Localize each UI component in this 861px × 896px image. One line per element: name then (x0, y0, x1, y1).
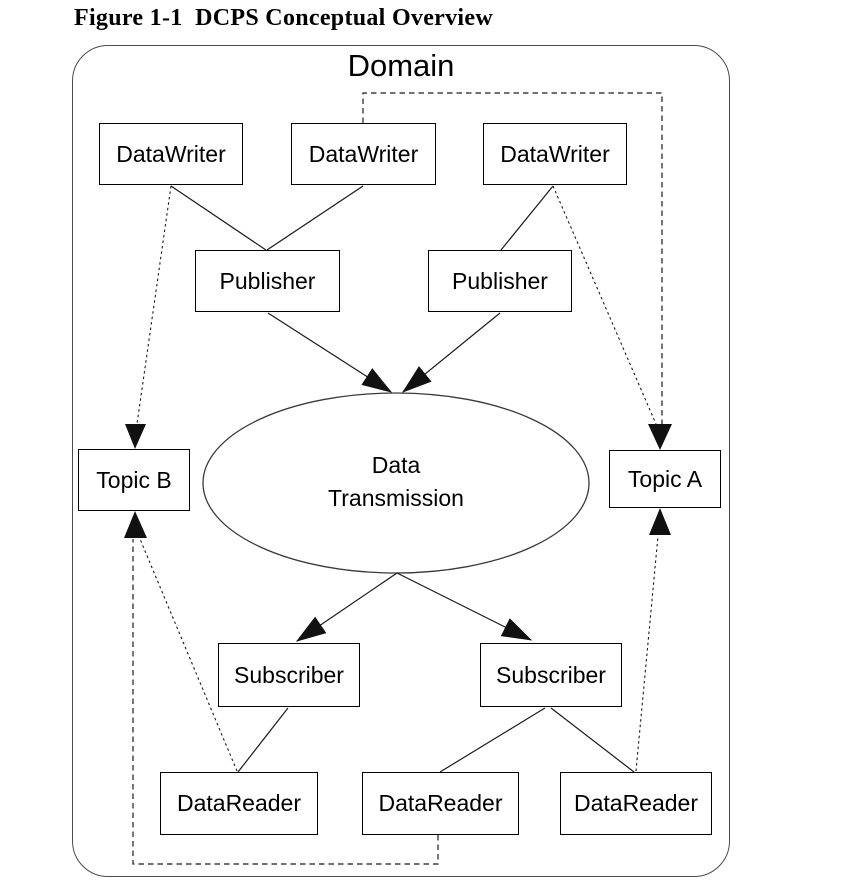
node-datawriter-1: DataWriter (99, 123, 243, 185)
node-datawriter-1-label: DataWriter (116, 140, 226, 167)
edge-datatransmission-subscriber1 (295, 572, 398, 642)
node-datareader-3: DataReader (560, 772, 712, 835)
node-datawriter-3: DataWriter (483, 123, 627, 185)
node-publisher-2: Publisher (428, 250, 572, 312)
domain-label: Domain (347, 48, 455, 83)
node-publisher-2-label: Publisher (452, 267, 548, 294)
edge-datareader2-topicB (132, 539, 439, 865)
node-datawriter-2: DataWriter (291, 123, 436, 185)
edge-datawriter1-topicB (136, 185, 172, 425)
data-transmission-label: Data Transmission (286, 449, 506, 515)
node-topic-a: Topic A (609, 450, 721, 508)
node-subscriber-2: Subscriber (480, 643, 622, 707)
edge-datawriter1-publisher1 (170, 185, 267, 251)
edge-datawriter3-topicA (552, 185, 657, 425)
edge-publisher2-datatransmission (402, 312, 501, 393)
edge-datareader1-topicB (139, 538, 238, 772)
node-publisher-1-label: Publisher (219, 267, 316, 294)
node-datawriter-3-label: DataWriter (500, 140, 610, 167)
arrowhead-topicB-bottom (124, 511, 147, 538)
node-topic-b-label: Topic B (96, 466, 172, 493)
domain-boundary (72, 45, 730, 877)
edge-datawriter2-topicA (362, 92, 663, 424)
arrowhead-topicB-top (125, 424, 146, 449)
edge-publisher1-datatransmission (267, 312, 393, 393)
edge-datawriter3-publisher2 (500, 185, 554, 251)
edge-subscriber2-datareader2 (439, 707, 546, 773)
node-subscriber-1: Subscriber (218, 643, 360, 707)
edge-datawriter2-publisher1 (266, 185, 364, 251)
arrowhead-topicA-bottom (649, 508, 671, 535)
data-transmission-label-line1: Data (371, 452, 421, 478)
node-topic-b: Topic B (78, 449, 190, 511)
node-topic-a-label: Topic A (627, 465, 703, 492)
node-subscriber-1-label: Subscriber (234, 661, 344, 688)
data-transmission-label-line2: Transmission (328, 485, 464, 511)
edge-datatransmission-subscriber2 (396, 572, 533, 641)
node-datareader-3-label: DataReader (573, 790, 699, 816)
node-publisher-1: Publisher (195, 250, 340, 312)
node-datareader-1: DataReader (160, 772, 318, 835)
node-datawriter-2-label: DataWriter (308, 140, 419, 167)
node-subscriber-2-label: Subscriber (496, 661, 606, 688)
arrowhead-topicA-top (648, 424, 672, 450)
figure-caption: Figure 1-1 DCPS Conceptual Overview (74, 5, 493, 31)
node-datareader-2: DataReader (362, 772, 519, 835)
edge-datareader3-topicA (635, 535, 659, 772)
node-datareader-1-label: DataReader (176, 790, 302, 816)
node-datareader-2-label: DataReader (378, 790, 503, 816)
edge-subscriber2-datareader3 (550, 707, 635, 773)
edge-subscriber1-datareader1 (237, 707, 289, 773)
